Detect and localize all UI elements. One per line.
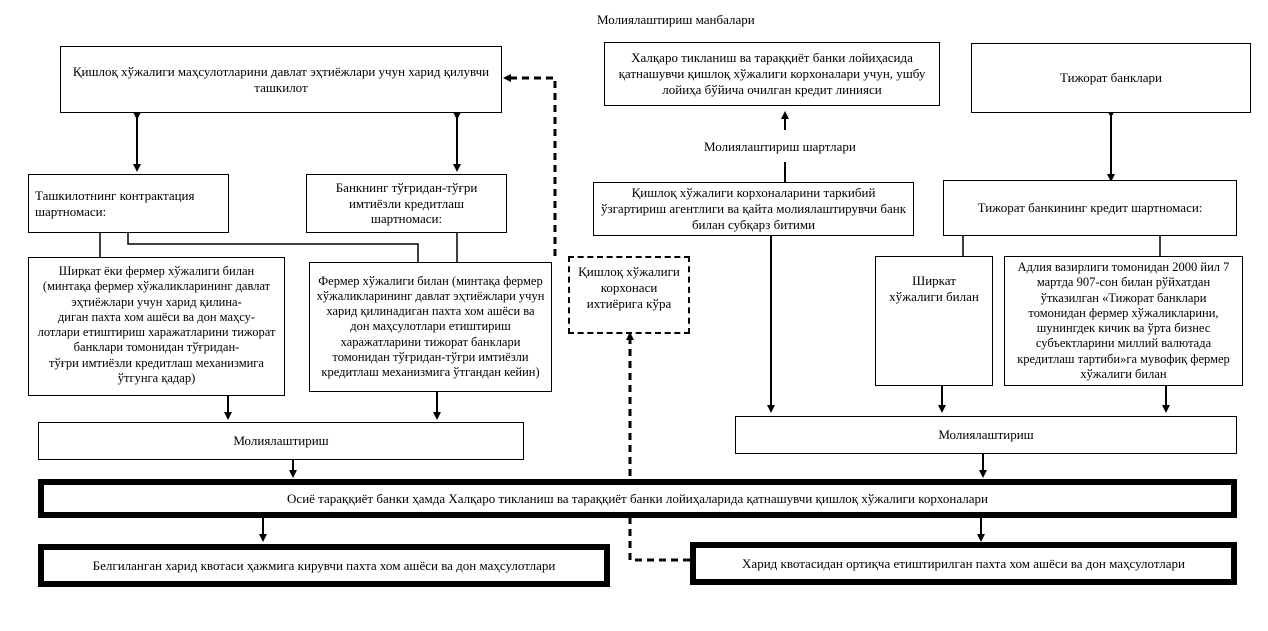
dashed-arrow-to-choice	[626, 332, 690, 562]
financing-left-box: Молиялаштириш	[38, 422, 524, 460]
commercial-bank-credit-box: Тижорат банкининг кредит шартномаси:	[943, 180, 1237, 236]
state-procurement-org-text: Қишлоқ хўжалиги маҳсулотларини давлат эҳ…	[72, 63, 490, 95]
financing-left-text: Молиялаштириш	[233, 433, 329, 449]
dashed-arrow-to-procurement	[503, 74, 557, 256]
enterprise-choice-text: Қишлоқ хўжалиги корхонаси ихтиёрига кўра	[578, 264, 680, 311]
above-quota-text: Харид квотасидан ортиқча етиштирилган па…	[742, 555, 1185, 571]
financing-right-box: Молиялаштириш	[735, 416, 1237, 454]
restructuring-agency-box: Қишлоқ хўжалиги корхоналарини таркибий ў…	[593, 182, 914, 236]
farmer-after-box: Фермер хўжалиги билан (минтақа фермер хў…	[309, 262, 552, 392]
within-quota-box: Белгиланган харид квотаси ҳажмига кирувч…	[38, 544, 610, 587]
justice-ministry-text: Адлия вазирлиги томонидан 2000 йил 7 мар…	[1017, 260, 1230, 381]
commercial-banks-text: Тижорат банклари	[1060, 70, 1162, 86]
participating-enterprises-text: Осиё тараққиёт банки ҳамда Халқаро тикла…	[287, 490, 988, 506]
enterprise-choice-box: Қишлоқ хўжалиги корхонаси ихтиёрига кўра	[568, 256, 690, 334]
bank-credit-agreement-box: Банкнинг тўғридан-тўғри имтиёзли кредитл…	[306, 174, 507, 233]
org-contract-text: Ташкилотнинг контрактация шартномаси:	[35, 187, 195, 219]
justice-ministry-box: Адлия вазирлиги томонидан 2000 йил 7 мар…	[1004, 256, 1243, 386]
sources-heading: Молиялаштириш манбалари	[597, 12, 755, 27]
shirkat-or-farmer-box: Ширкат ёки фермер хўжалиги билан (минтақ…	[28, 257, 285, 396]
conditions-heading: Молиялаштириш шартлари	[704, 139, 856, 154]
world-bank-credit-line-text: Халқаро тикланиш ва тараққиёт банки лойи…	[618, 50, 926, 97]
shirkat-text: Ширкат хўжалиги билан	[889, 273, 979, 304]
state-procurement-org-box: Қишлоқ хўжалиги маҳсулотларини давлат эҳ…	[60, 46, 502, 113]
shirkat-box: Ширкат хўжалиги билан	[875, 256, 993, 386]
world-bank-credit-line-box: Халқаро тикланиш ва тараққиёт банки лойи…	[604, 42, 940, 106]
financing-right-text: Молиялаштириш	[938, 427, 1034, 443]
within-quota-text: Белгиланган харид квотаси ҳажмига кирувч…	[92, 557, 556, 573]
bank-credit-agreement-text: Банкнинг тўғридан-тўғри имтиёзли кредитл…	[335, 179, 478, 227]
shirkat-or-farmer-text: Ширкат ёки фермер хўжалиги билан (минтақ…	[37, 264, 276, 385]
restructuring-agency-text: Қишлоқ хўжалиги корхоналарини таркибий ў…	[600, 185, 907, 232]
participating-enterprises-box: Осиё тараққиёт банки ҳамда Халқаро тикла…	[38, 479, 1237, 518]
farmer-after-text: Фермер хўжалиги билан (минтақа фермер хў…	[316, 273, 545, 380]
org-contract-box: Ташкилотнинг контрактация шартномаси:	[28, 174, 229, 233]
commercial-bank-credit-text: Тижорат банкининг кредит шартномаси:	[977, 200, 1203, 216]
above-quota-box: Харид квотасидан ортиқча етиштирилган па…	[690, 542, 1237, 585]
commercial-banks-box: Тижорат банклари	[971, 43, 1251, 113]
